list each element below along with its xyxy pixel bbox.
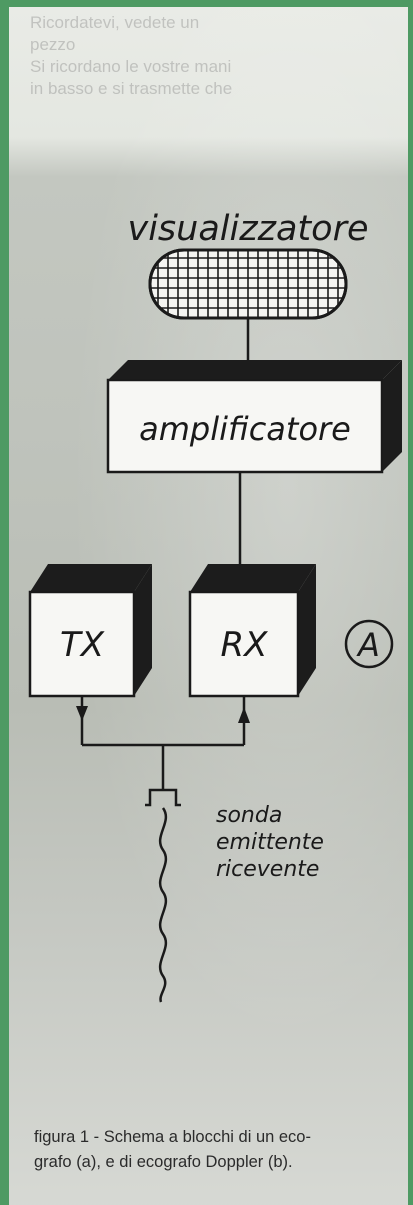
probe-label: sonda emittente ricevente xyxy=(216,803,324,882)
figure-marker-label: A xyxy=(356,626,380,664)
probe-wiring xyxy=(80,696,246,790)
probe-label-line: sonda xyxy=(216,803,282,828)
faded-background-text: Ricordatevi, vedete un pezzo Si ricordan… xyxy=(30,12,410,100)
display-screen xyxy=(148,248,348,320)
probe-symbol xyxy=(145,788,181,1003)
tx-label: TX xyxy=(60,625,105,665)
tx-down-arrow xyxy=(76,706,88,721)
probe-label-line: ricevente xyxy=(216,857,319,882)
figure-caption: figura 1 - Schema a blocchi di un eco- g… xyxy=(34,1125,404,1175)
display-label: visualizzatore xyxy=(127,209,368,249)
amplifier-block: amplificatore xyxy=(106,360,402,474)
faded-text-line: pezzo xyxy=(30,35,76,54)
rx-up-arrow xyxy=(238,707,250,723)
figure-marker: A xyxy=(344,619,394,669)
tx-block: TX xyxy=(28,564,152,698)
probe-label-line: emittente xyxy=(216,830,324,855)
faded-text-line: Si ricordano le vostre mani xyxy=(30,57,232,76)
rx-label: RX xyxy=(221,625,269,665)
caption-line: grafo (a), e di ecografo Doppler (b). xyxy=(34,1153,293,1171)
faded-text-line: in basso e si trasmette che xyxy=(30,79,233,98)
caption-line: figura 1 - Schema a blocchi di un eco- xyxy=(34,1128,311,1146)
faded-text-line: Ricordatevi, vedete un xyxy=(30,13,200,32)
rx-block: RX xyxy=(188,564,316,698)
amplifier-label: amplificatore xyxy=(139,410,351,448)
